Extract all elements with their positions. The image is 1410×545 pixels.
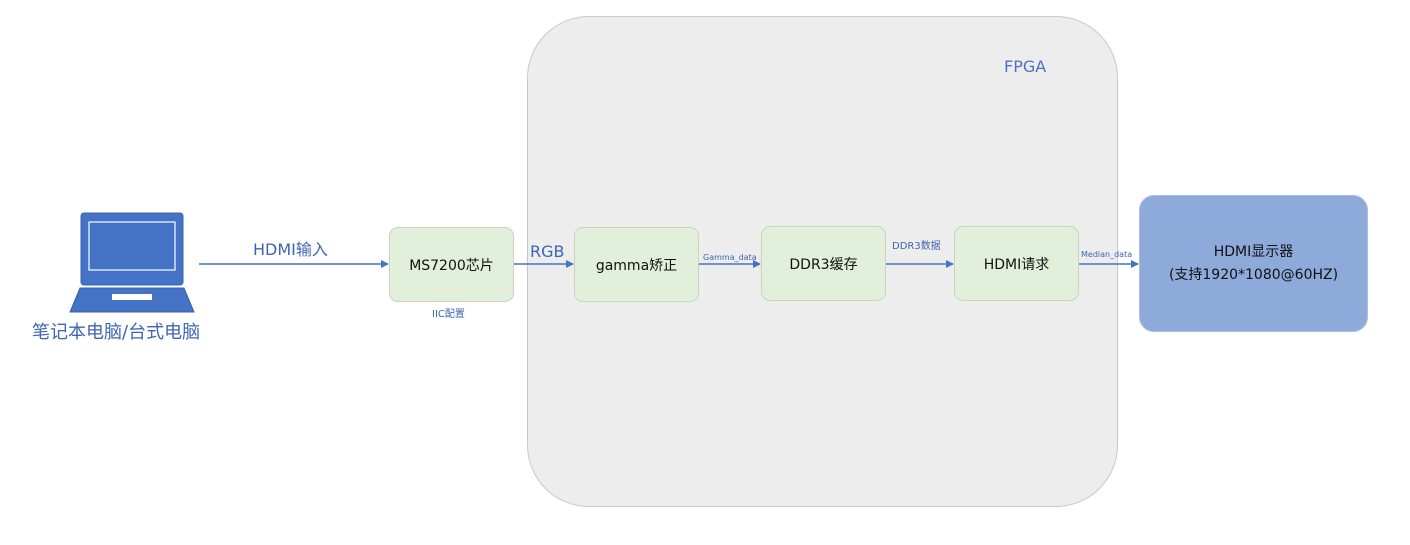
block-hdmi-display: HDMI显示器 (支持1920*1080@60HZ) [1139, 195, 1368, 332]
block-ms7200-label: MS7200芯片 [409, 257, 494, 274]
fpga-label: FPGA [1004, 57, 1047, 76]
block-gamma: gamma矫正 [574, 227, 699, 302]
display-line1: HDMI显示器 [1213, 244, 1294, 261]
block-hdmi-request: HDMI请求 [954, 226, 1079, 301]
laptop-icon [68, 212, 196, 316]
edge-label-iic-config: IIC配置 [432, 309, 465, 320]
block-ddr3-label: DDR3缓存 [789, 256, 858, 273]
edge-label-rgb: RGB [530, 242, 565, 261]
edge-label-median-data: Median_data [1081, 250, 1133, 259]
display-line2: (支持1920*1080@60HZ) [1168, 266, 1339, 283]
block-hdmi-request-label: HDMI请求 [983, 256, 1050, 273]
edge-label-ddr3-data: DDR3数据 [892, 241, 941, 252]
block-gamma-label: gamma矫正 [595, 257, 678, 274]
edge-label-hdmi-input: HDMI输入 [253, 240, 328, 259]
block-ddr3: DDR3缓存 [761, 226, 886, 301]
block-ms7200: MS7200芯片 [389, 227, 514, 302]
edge-label-gamma-data: Gamma_data [703, 253, 757, 262]
source-label: 笔记本电脑/台式电脑 [32, 322, 201, 343]
